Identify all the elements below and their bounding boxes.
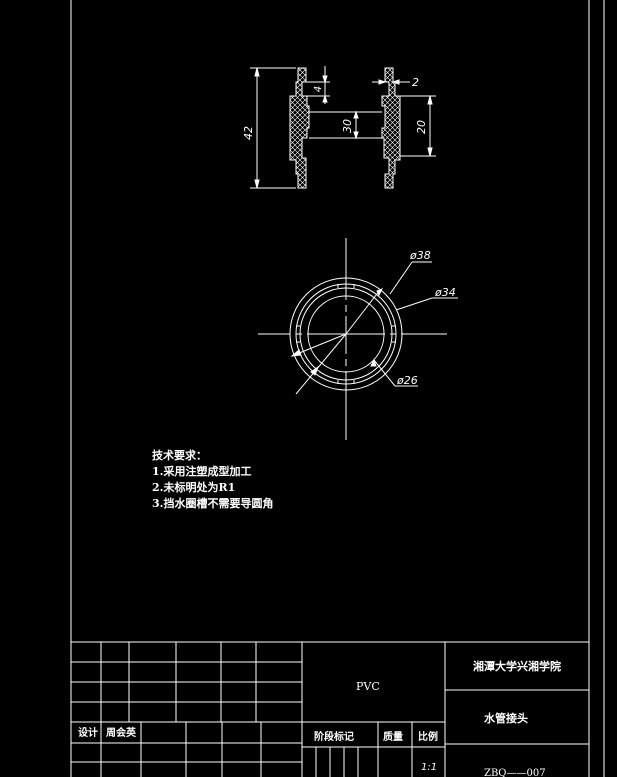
drawing-number: ZBQ——007 (484, 768, 546, 777)
title-block (71, 641, 589, 777)
school-name: 湘潭大学兴湘学院 (473, 659, 561, 673)
material-text: PVC (356, 680, 380, 693)
dim-inner-dia: ø26 (396, 374, 418, 387)
notes-heading: 技术要求： (152, 448, 207, 462)
note-item-1: 1.采用注塑成型加工 (152, 464, 251, 478)
part-name: 水管接头 (484, 711, 528, 725)
note-item-2: 2.未标明处为R1 (152, 480, 235, 494)
dim-flange-thickness: 4 (313, 86, 324, 92)
drawing-frame (70, 0, 605, 777)
dim-outer-dia: ø38 (409, 249, 431, 262)
designer-name: 周会英 (106, 726, 137, 739)
dim-wall-thickness: 2 (412, 76, 419, 89)
top-view (258, 238, 458, 440)
scale-label: 比例 (418, 730, 438, 743)
dim-overall-height: 42 (242, 126, 255, 140)
scale-value: 1:1 (421, 762, 437, 773)
right-wall-section (381, 67, 401, 189)
section-view (250, 66, 436, 189)
stage-label: 阶段标记 (314, 730, 354, 743)
dim-hub-height: 20 (415, 120, 428, 134)
weight-label: 质量 (383, 730, 403, 743)
left-wall-section (289, 67, 310, 189)
technical-notes: 技术要求： 1.采用注塑成型加工 2.未标明处为R1 3.挡水圈槽不需要导圆角 (152, 448, 273, 510)
note-item-3: 3.挡水圈槽不需要导圆角 (152, 496, 273, 510)
dim-bore: 30 (341, 119, 354, 133)
dim-mid-dia: ø34 (434, 286, 456, 299)
designer-label: 设计 (78, 726, 98, 739)
